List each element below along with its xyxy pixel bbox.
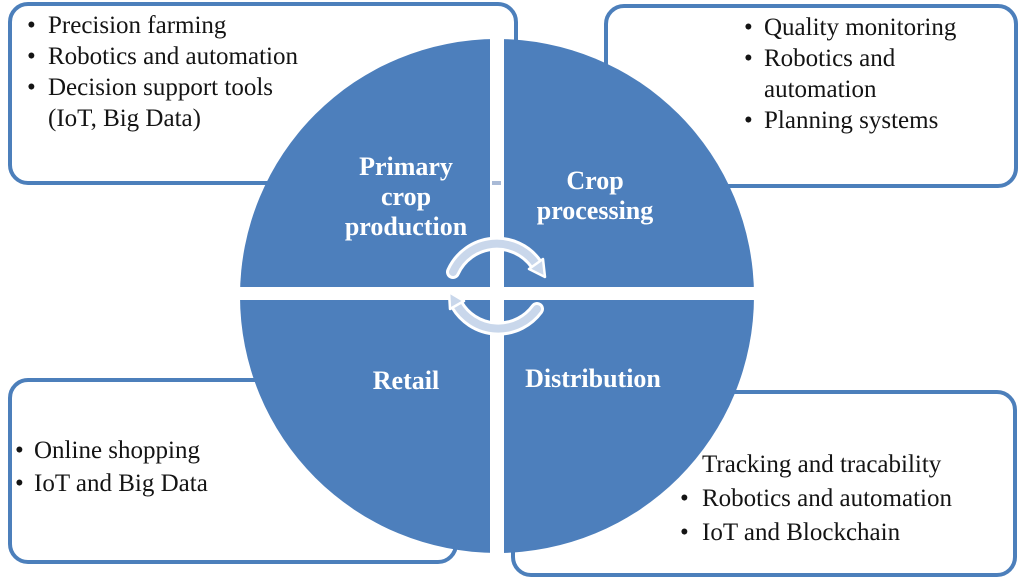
list-item-text: IoT and Blockchain [702, 519, 901, 546]
bullet-glyph: • [680, 485, 689, 512]
bullet-glyph: • [27, 12, 36, 39]
list-item: • Decision support tools [27, 72, 298, 103]
label-line: processing [536, 196, 654, 225]
bullet-glyph: • [15, 470, 24, 497]
quadrant-label-primary-crop-production: Primary crop production [256, 152, 556, 242]
list-item: (IoT, Big Data) [27, 103, 298, 134]
list-item-text: Quality monitoring [764, 14, 957, 41]
list-item: • Online shopping [15, 434, 208, 467]
label-line: production [344, 212, 468, 241]
arrowhead-bottom [447, 290, 466, 311]
list-item: • Precision farming [27, 10, 298, 41]
quadrant-divider-horizontal [240, 287, 754, 300]
list-item: • Quality monitoring [744, 12, 956, 43]
list-item: • IoT and Big Data [15, 467, 208, 500]
bullet-glyph: • [27, 74, 36, 101]
bullet-list-processing: • Quality monitoring • Robotics and auto… [744, 12, 956, 136]
list-item-text: Robotics and automation [48, 43, 298, 70]
list-item-text: Robotics and automation [702, 485, 952, 512]
list-item-text: Tracking and tracability [702, 451, 942, 478]
arrowhead-top [527, 257, 547, 279]
list-item-text: Robotics and [764, 45, 896, 72]
list-item-text: automation [764, 76, 877, 103]
list-item-text: (IoT, Big Data) [48, 105, 201, 132]
bullet-list-distribution: Tracking and tracability • Robotics and … [680, 448, 952, 550]
list-item: • Planning systems [744, 105, 956, 136]
list-item: • Robotics and automation [27, 41, 298, 72]
list-item-text: IoT and Big Data [34, 470, 208, 497]
bullet-list-primary: • Precision farming • Robotics and autom… [27, 10, 298, 134]
bullet-glyph: • [680, 519, 689, 546]
divider-tick-mark [492, 181, 501, 185]
quadrant-label-retail: Retail [256, 366, 556, 396]
list-item-text: Online shopping [34, 437, 200, 464]
list-item: Tracking and tracability [680, 448, 952, 482]
cycle-arrows-icon [446, 236, 547, 336]
bullet-glyph: • [744, 107, 753, 134]
quadrant-label-crop-processing: Crop processing [445, 166, 745, 226]
quadrant-label-distribution: Distribution [443, 364, 743, 394]
bullet-glyph: • [27, 43, 36, 70]
list-item: automation [744, 74, 956, 105]
list-item-text: Decision support tools [48, 74, 273, 101]
list-item: • IoT and Blockchain [680, 516, 952, 550]
label-line: Retail [372, 366, 440, 395]
list-item-text: Planning systems [764, 107, 939, 134]
bullet-list-retail: • Online shopping • IoT and Big Data [15, 434, 208, 500]
label-line: Crop [566, 166, 624, 195]
label-line: crop [380, 182, 432, 211]
bullet-glyph: • [744, 14, 753, 41]
bullet-glyph: • [15, 437, 24, 464]
label-line: Primary [359, 152, 453, 181]
list-item: • Robotics and [744, 43, 956, 74]
label-line: Distribution [525, 364, 661, 393]
bullet-glyph: • [744, 45, 753, 72]
list-item-text: Precision farming [48, 12, 227, 39]
list-item: • Robotics and automation [680, 482, 952, 516]
